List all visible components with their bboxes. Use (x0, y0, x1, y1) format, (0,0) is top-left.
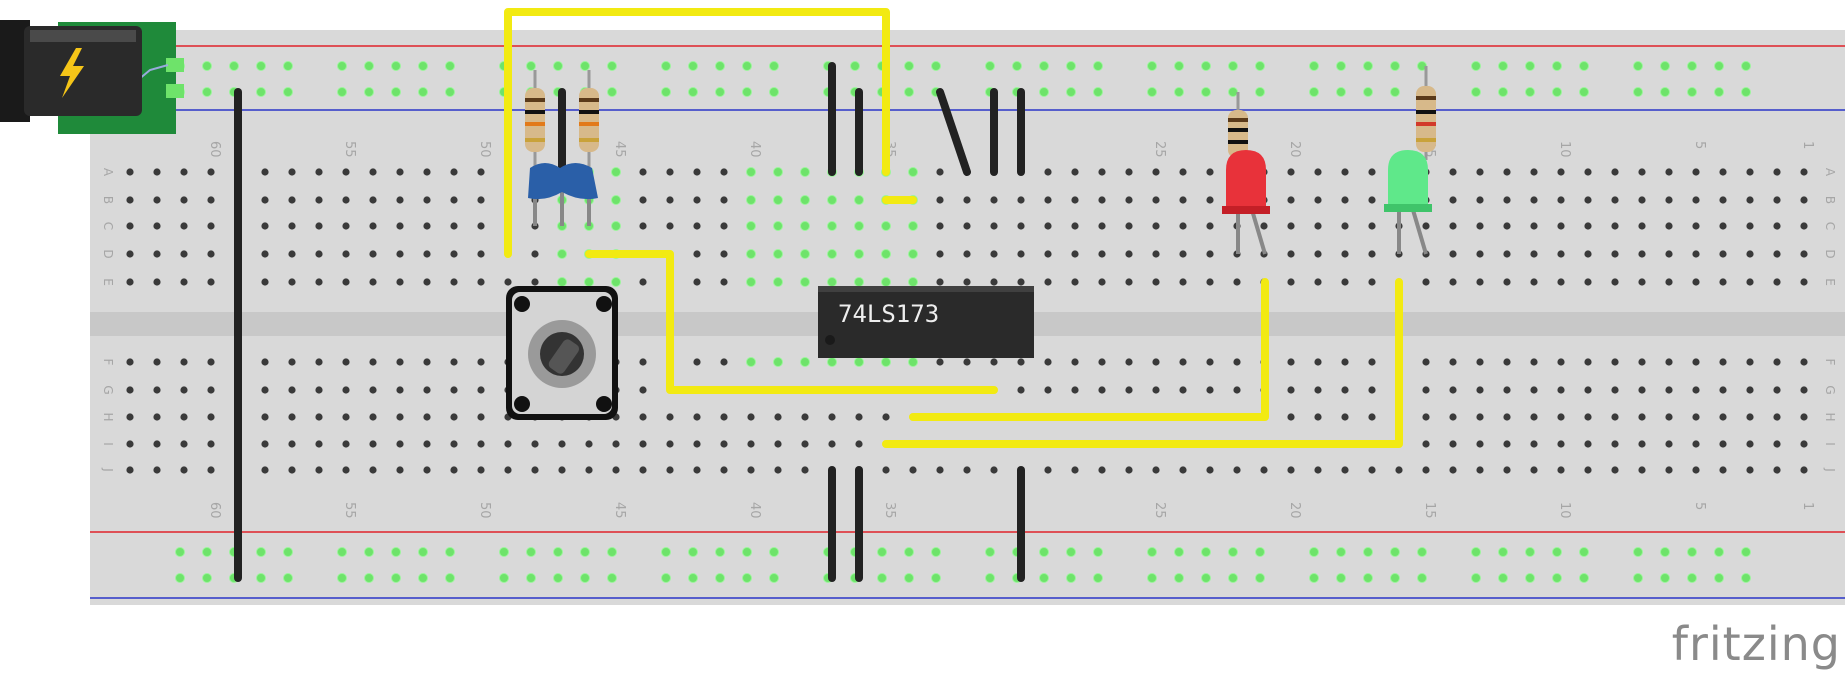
row-label: A (1823, 168, 1837, 177)
row-label: E (1823, 278, 1837, 286)
column-label: 55 (342, 502, 357, 519)
row-label: C (1823, 222, 1837, 230)
column-label: 5 (1692, 141, 1707, 149)
column-label: 10 (1557, 502, 1572, 519)
row-label: G (101, 385, 115, 394)
row-label: J (101, 467, 115, 472)
column-label: 60 (207, 141, 222, 158)
column-label: 50 (477, 502, 492, 519)
column-label: 40 (747, 502, 762, 519)
column-label: 5 (1692, 502, 1707, 510)
row-label: H (1823, 412, 1837, 421)
lightning-icon (60, 48, 84, 98)
row-label: C (101, 222, 115, 230)
fritzing-watermark: fritzing (1671, 617, 1841, 671)
power-jack (0, 20, 184, 134)
ic-chip: 74LS173 (818, 286, 1034, 358)
row-label: D (101, 249, 115, 258)
row-label: I (1823, 442, 1837, 446)
led-green-resistor (1416, 66, 1436, 160)
column-label: 20 (1287, 141, 1302, 158)
row-label: F (101, 359, 115, 366)
row-label: A (101, 168, 115, 177)
led-red (1222, 150, 1270, 255)
yellow-wires (504, 8, 1403, 448)
column-label: 15 (1422, 502, 1437, 519)
column-label: 50 (477, 141, 492, 158)
resistor-right (579, 70, 599, 172)
led-green (1384, 150, 1432, 255)
breadboard-labels: 6060555550504545404035352525202015151010… (101, 141, 1837, 519)
column-label: 20 (1287, 502, 1302, 519)
row-label: G (1823, 385, 1837, 394)
row-label: B (1823, 196, 1837, 204)
led-red-resistor (1228, 92, 1248, 160)
column-label: 60 (207, 502, 222, 519)
row-label: D (1823, 249, 1837, 258)
potentiometer (506, 286, 618, 420)
column-label: 1 (1800, 502, 1815, 510)
column-label: 45 (612, 141, 627, 158)
column-label: 55 (342, 141, 357, 158)
row-label: H (101, 412, 115, 421)
breadboard-holes (126, 61, 1808, 583)
capacitor (528, 163, 598, 226)
row-label: F (1823, 359, 1837, 366)
column-label: 25 (1152, 141, 1167, 158)
column-label: 35 (882, 502, 897, 519)
column-label: 10 (1557, 141, 1572, 158)
black-wires (234, 62, 1025, 582)
column-label: 40 (747, 141, 762, 158)
column-label: 1 (1800, 141, 1815, 149)
resistor-left (525, 70, 545, 172)
column-label: 45 (612, 502, 627, 519)
column-label: 25 (1152, 502, 1167, 519)
ic-label: 74LS173 (838, 300, 939, 328)
row-label: B (101, 196, 115, 204)
row-label: J (1823, 467, 1837, 472)
row-label: E (101, 278, 115, 286)
row-label: I (101, 442, 115, 446)
